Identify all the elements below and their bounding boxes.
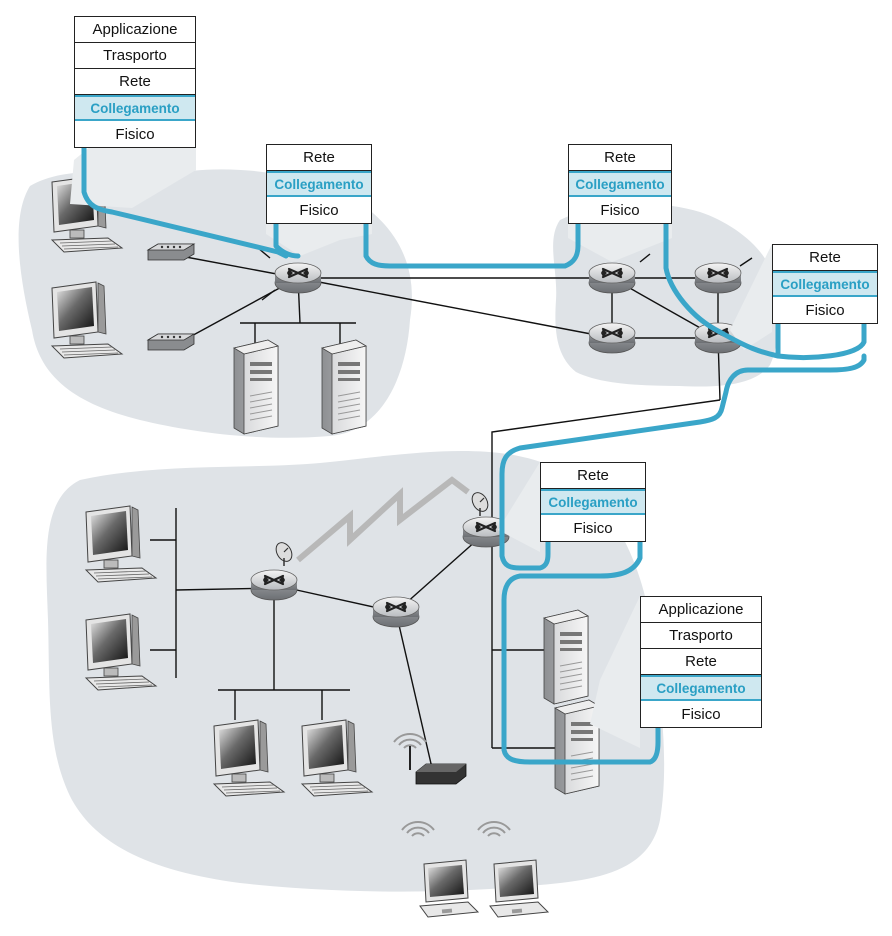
layer-network: Rete xyxy=(75,69,195,95)
layer-physical: Fisico xyxy=(805,301,845,319)
server-icon xyxy=(321,339,367,435)
protocol-stack-source-host: Applicazione Trasporto Rete Collegamento… xyxy=(74,16,196,148)
layer-physical: Fisico xyxy=(600,201,640,219)
layer-physical: Fisico xyxy=(299,201,339,219)
router-home-icon xyxy=(273,261,323,295)
wireless-link-zigzag xyxy=(296,476,470,563)
layer-network: Rete xyxy=(641,649,761,675)
protocol-stack-destination-host: Applicazione Trasporto Rete Collegamento… xyxy=(640,596,762,728)
layer-link: Collegamento xyxy=(773,271,877,297)
layer-link: Collegamento xyxy=(541,489,645,515)
layer-network: Rete xyxy=(267,145,371,171)
layer-link: Collegamento xyxy=(569,171,671,197)
layer-transport: Trasporto xyxy=(75,43,195,69)
router-isp-3-icon xyxy=(587,321,637,355)
layer-link: Collegamento xyxy=(75,95,195,121)
protocol-stack-router-3: Rete Collegamento Fisico xyxy=(772,244,878,324)
layer-link: Collegamento xyxy=(641,675,761,701)
router-isp-1-icon xyxy=(587,261,637,295)
layer-transport: Trasporto xyxy=(641,623,761,649)
layer-physical: Fisico xyxy=(681,705,721,723)
server-icon xyxy=(543,609,589,705)
region-enterprise-network xyxy=(46,450,665,892)
protocol-stack-router-2: Rete Collegamento Fisico xyxy=(568,144,672,224)
layer-physical: Fisico xyxy=(573,519,613,537)
router-core-icon xyxy=(371,595,421,629)
layer-network: Rete xyxy=(541,463,645,489)
modem-icon xyxy=(147,243,195,261)
protocol-stack-router-1: Rete Collegamento Fisico xyxy=(266,144,372,224)
layer-network: Rete xyxy=(569,145,671,171)
wifi-access-point-icon xyxy=(393,733,467,785)
protocol-stack-router-4: Rete Collegamento Fisico xyxy=(540,462,646,542)
server-icon xyxy=(233,339,279,435)
layer-link: Collegamento xyxy=(267,171,371,197)
layer-application: Applicazione xyxy=(75,17,195,43)
modem-icon xyxy=(147,333,195,351)
layer-application: Applicazione xyxy=(641,597,761,623)
layer-physical: Fisico xyxy=(115,125,155,143)
router-lan-icon xyxy=(249,568,299,602)
layer-network: Rete xyxy=(773,245,877,271)
router-isp-2-icon xyxy=(693,261,743,295)
